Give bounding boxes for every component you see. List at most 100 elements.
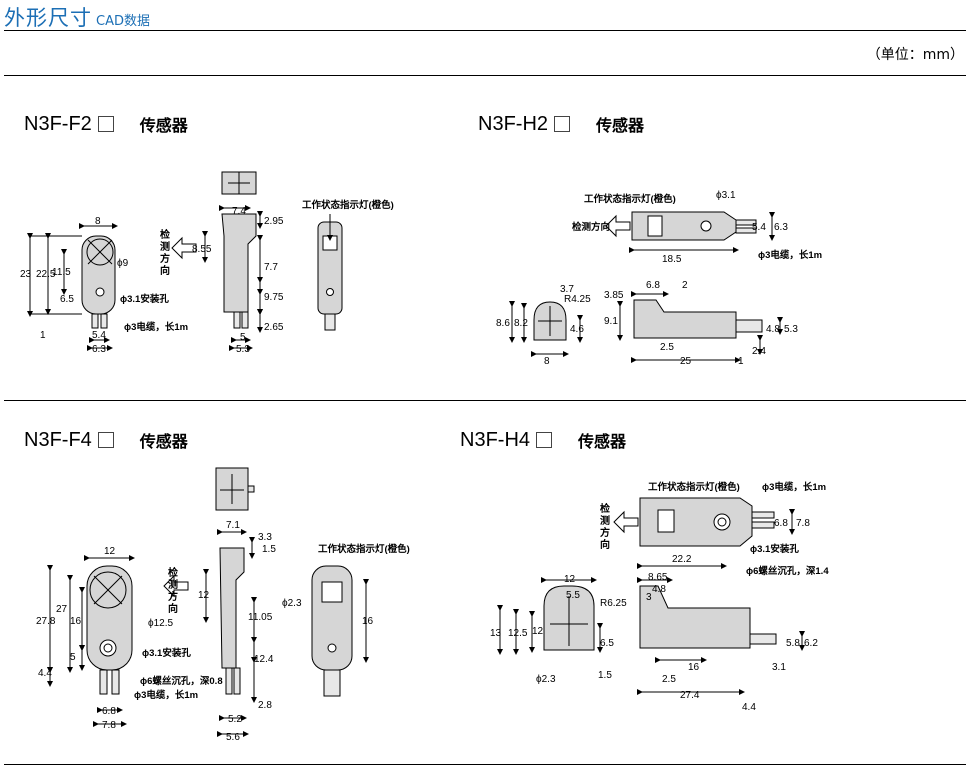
f4-dimension-text: 12 27.8 27 16 5 4.4 ϕ12.5 6.8 7.8 7.1 3.…	[36, 520, 374, 743]
h4-labels: 工作状态指示灯(橙色) ϕ3电缆，长1m ϕ3.1安装孔 ϕ6螺丝沉孔，深1.4…	[600, 481, 829, 577]
svg-text:7.7: 7.7	[264, 262, 278, 273]
svg-text:7.4: 7.4	[232, 206, 246, 217]
h4-dimension-text: 6.8 7.8 22.2 12 5.5 4.8 8.65 3 R6.25 13 …	[490, 518, 818, 713]
h2-dimension-text: ϕ3.1 5.4 6.3 18.5 3.7 R4.25 8.6 8.2 4.6 …	[496, 190, 798, 367]
suffix-box	[97, 116, 114, 132]
cad-data-link[interactable]: CAD数据	[96, 14, 150, 29]
f2-detect-arrow	[171, 236, 197, 260]
h4-side-view	[639, 585, 751, 649]
svg-text:8.65: 8.65	[648, 572, 668, 583]
drawing-n3f-h4	[497, 497, 805, 695]
svg-text:6.3: 6.3	[92, 344, 106, 355]
svg-text:12: 12	[532, 626, 544, 637]
h2-detect-arrow	[605, 214, 631, 238]
svg-text:5.2: 5.2	[228, 714, 242, 725]
svg-text:测: 测	[168, 578, 178, 591]
svg-text:ϕ3.1安装孔: ϕ3.1安装孔	[750, 543, 799, 555]
svg-text:16: 16	[688, 662, 700, 673]
svg-text:23: 23	[20, 269, 32, 280]
svg-text:5.6: 5.6	[226, 732, 240, 743]
svg-text:8: 8	[95, 216, 101, 227]
svg-text:2.95: 2.95	[264, 216, 284, 227]
svg-text:2.5: 2.5	[662, 674, 676, 685]
top-rule	[4, 75, 966, 76]
svg-text:3: 3	[646, 592, 652, 603]
svg-text:2.65: 2.65	[264, 322, 284, 333]
svg-text:6.5: 6.5	[60, 294, 74, 305]
svg-text:2.8: 2.8	[258, 700, 272, 711]
drawing-n3f-f4	[47, 467, 369, 737]
svg-text:11.05: 11.05	[248, 612, 273, 623]
section-header: 外形尺寸 CAD数据	[4, 2, 150, 32]
f4-labels: ϕ3.1安装孔 ϕ6螺丝沉孔，深0.8 ϕ3电缆，长1m 工作状态指示灯(橙色)…	[134, 543, 410, 701]
svg-text:27: 27	[56, 604, 68, 615]
f4-front-body	[86, 565, 133, 671]
svg-text:检: 检	[160, 228, 170, 241]
svg-text:9.1: 9.1	[604, 316, 618, 327]
svg-text:检: 检	[600, 502, 610, 515]
svg-text:8.2: 8.2	[514, 318, 528, 329]
model-kind: 传感器	[139, 432, 188, 451]
svg-text:6.5: 6.5	[600, 638, 614, 649]
drawing-n3f-h2	[509, 211, 783, 363]
svg-text:9.75: 9.75	[264, 292, 284, 303]
svg-text:6.8: 6.8	[646, 280, 660, 291]
model-name: N3F-F4	[24, 428, 92, 451]
svg-text:1.5: 1.5	[598, 670, 612, 681]
svg-text:检: 检	[168, 566, 178, 579]
title-n3f-f2: N3F-F2 传感器	[24, 112, 188, 136]
svg-text:1: 1	[40, 330, 46, 341]
svg-text:27.8: 27.8	[36, 616, 56, 627]
unit-note: （单位：mm）	[866, 47, 964, 63]
svg-text:12: 12	[564, 574, 576, 585]
svg-text:6.8: 6.8	[774, 518, 788, 529]
svg-text:检测方向: 检测方向	[572, 221, 610, 233]
svg-text:1: 1	[738, 356, 744, 367]
svg-text:ϕ3电缆，长1m: ϕ3电缆，长1m	[762, 481, 826, 493]
svg-text:8.6: 8.6	[496, 318, 510, 329]
svg-text:11.5: 11.5	[52, 267, 71, 278]
svg-text:4.6: 4.6	[570, 324, 584, 335]
svg-text:测: 测	[600, 514, 610, 527]
svg-text:16: 16	[362, 616, 374, 627]
f2-sensing-face	[86, 238, 114, 266]
svg-text:4.4: 4.4	[742, 702, 756, 713]
svg-text:ϕ2.3: ϕ2.3	[282, 598, 302, 609]
svg-text:ϕ3电缆，长1m: ϕ3电缆，长1m	[758, 249, 822, 261]
model-kind: 传感器	[596, 116, 645, 135]
suffix-box	[97, 432, 114, 448]
svg-text:工作状态指示灯(橙色): 工作状态指示灯(橙色)	[584, 193, 676, 205]
svg-text:25: 25	[680, 356, 692, 367]
svg-text:方: 方	[600, 526, 610, 539]
model-kind: 传感器	[139, 116, 188, 135]
svg-text:4.8: 4.8	[766, 324, 780, 335]
suffix-box	[554, 116, 571, 132]
svg-text:12: 12	[198, 590, 210, 601]
svg-text:6.3: 6.3	[774, 222, 788, 233]
svg-text:ϕ12.5: ϕ12.5	[148, 618, 174, 629]
svg-text:22.5: 22.5	[36, 269, 56, 280]
svg-text:3.3: 3.3	[258, 532, 272, 543]
svg-text:工作状态指示灯(橙色): 工作状态指示灯(橙色)	[302, 199, 394, 211]
svg-text:8.55: 8.55	[192, 244, 212, 255]
model-name: N3F-H4	[460, 428, 531, 451]
svg-text:5.4: 5.4	[752, 222, 766, 233]
svg-text:ϕ9: ϕ9	[117, 258, 129, 269]
svg-text:向: 向	[160, 264, 170, 277]
model-kind: 传感器	[578, 432, 627, 451]
svg-text:13: 13	[490, 628, 502, 639]
svg-text:5.8: 5.8	[786, 638, 800, 649]
section-title: 外形尺寸	[4, 6, 92, 30]
svg-text:ϕ6螺丝沉孔，深1.4: ϕ6螺丝沉孔，深1.4	[746, 565, 829, 577]
svg-text:5.3: 5.3	[236, 344, 250, 355]
f2-dimension-text: 8 23 22.5 11.5 6.5 1 ϕ9 5.4 6.3 7.4 2.95…	[20, 206, 284, 355]
svg-text:2.4: 2.4	[752, 346, 766, 357]
f4-detect-arrow	[163, 574, 189, 598]
svg-text:R6.25: R6.25	[600, 598, 627, 609]
svg-text:工作状态指示灯(橙色): 工作状态指示灯(橙色)	[318, 543, 410, 555]
f2-side-view	[221, 213, 257, 313]
middle-rule	[4, 400, 966, 401]
svg-text:ϕ3.1: ϕ3.1	[716, 190, 736, 201]
svg-text:6.2: 6.2	[804, 638, 818, 649]
